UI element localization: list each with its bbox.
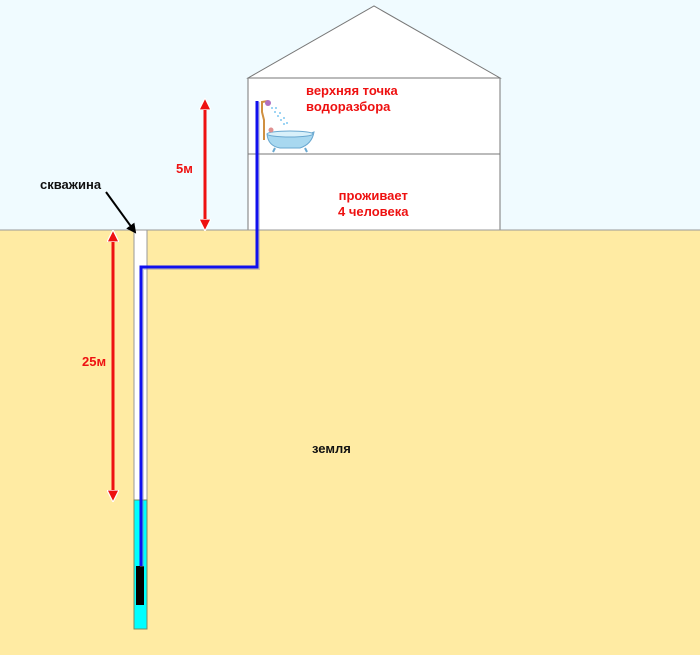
- label-top-point: верхняя точка водоразбора: [306, 83, 398, 115]
- label-residents-line1: проживает: [338, 188, 408, 203]
- label-ground: земля: [312, 441, 351, 456]
- well-pointer-arrow: [105, 191, 137, 234]
- house: [246, 5, 502, 231]
- shower-icon: [261, 100, 288, 140]
- label-top-point-line2: водоразбора: [306, 99, 391, 114]
- label-residents-line2: 4 человека: [338, 204, 409, 219]
- water-pipe-line: [139, 101, 259, 566]
- label-well: скважина: [40, 177, 102, 192]
- bathtub-icon: [266, 127, 315, 153]
- pump-icon: [136, 566, 144, 605]
- label-depth: 25м: [82, 354, 107, 369]
- label-top-point-line1: верхняя точка: [306, 83, 398, 98]
- label-height: 5м: [176, 161, 193, 176]
- label-residents: проживает 4 человека: [338, 188, 408, 220]
